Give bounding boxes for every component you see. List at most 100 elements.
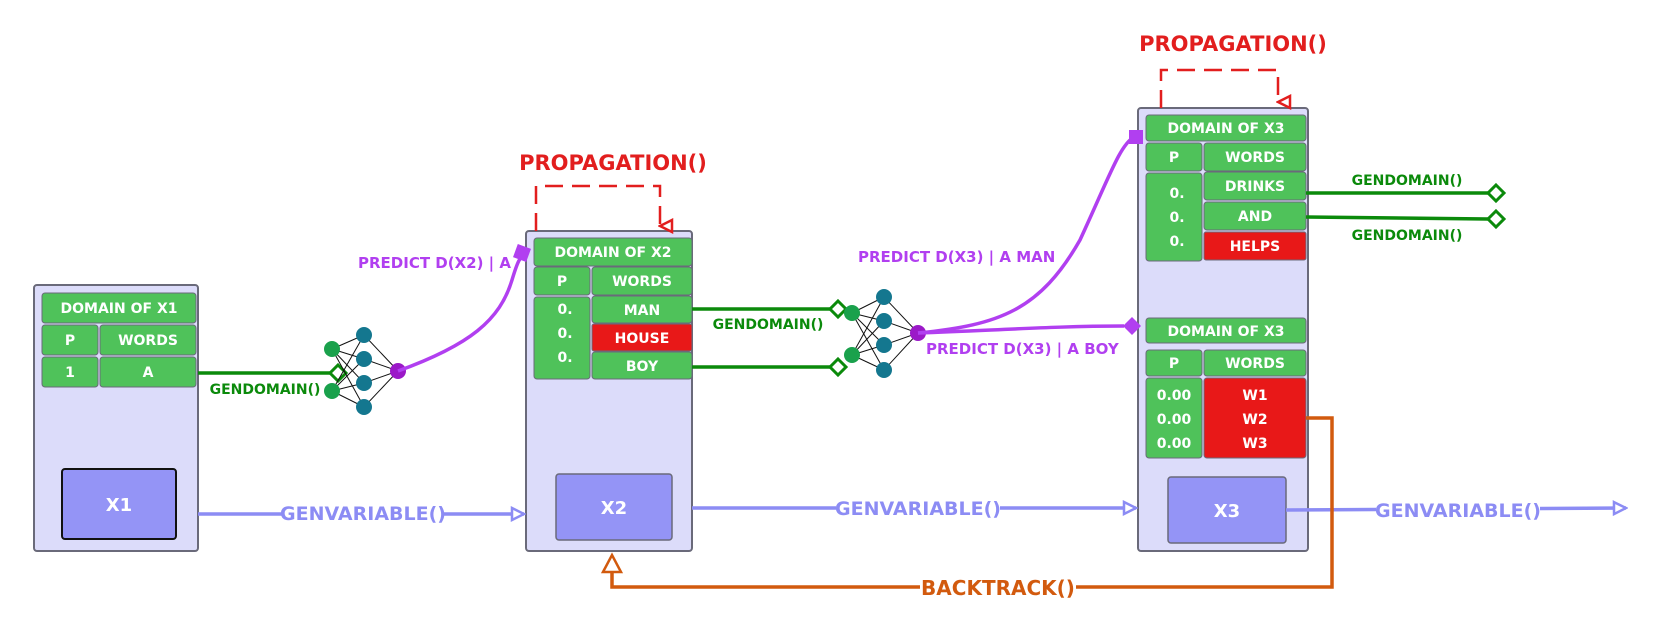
gendomain-label: GENDOMAIN(): [1352, 173, 1463, 189]
x1-col-p-label: P: [65, 333, 75, 349]
x1-p-value: 1: [65, 365, 75, 381]
propagation-loop-x2: PROPAGATION(): [519, 151, 707, 231]
x3b-word-value: W2: [1242, 412, 1267, 428]
genvariable-label-bg: [282, 499, 444, 527]
predict-label: PREDICT D(X3) | A BOY: [926, 340, 1120, 359]
genvariable-label-bg: [836, 494, 1000, 522]
propagation-label: PROPAGATION(): [519, 151, 707, 175]
x3a-word-value: DRINKS: [1225, 179, 1285, 195]
x3a-col-p: [1145, 142, 1203, 172]
gendomain-diamond: [327, 362, 349, 384]
predict-label: PREDICT D(X3) | A MAN: [858, 248, 1055, 267]
backtrack-label-bg: [920, 574, 1076, 602]
x3a-col-words-label: WORDS: [1225, 150, 1285, 166]
neural-network-icon: [324, 327, 406, 415]
x2-col-p-label: P: [557, 274, 567, 290]
x3b-word-value: W3: [1242, 436, 1267, 452]
x3b-domain-title: DOMAIN OF X3: [1168, 324, 1285, 340]
genvariable-x1-x2: GENVARIABLE(): [198, 499, 524, 527]
predict-curve: [917, 324, 1125, 335]
gendomain-x3: GENDOMAIN() GENDOMAIN(): [1305, 173, 1507, 244]
gendomain-diamond: [1485, 182, 1507, 204]
x3b-word-value: W1: [1242, 388, 1267, 404]
x3a-p-value: 0.: [1169, 186, 1184, 202]
propagation-label: PROPAGATION(): [1139, 32, 1327, 56]
genvariable-x2-x3: GENVARIABLE(): [692, 494, 1136, 522]
x3a-p-column: [1145, 172, 1203, 262]
x3a-col-words: [1203, 142, 1307, 172]
gendomain-label: GENDOMAIN(): [713, 317, 824, 333]
x1-word-cell: [99, 356, 197, 388]
gendomain-diamond: [827, 298, 849, 320]
x3a-word-cell-helps: [1203, 231, 1307, 261]
x3b-col-p: [1145, 349, 1203, 377]
x3b-p-value: 0.00: [1157, 436, 1192, 452]
gendomain-diamond: [827, 356, 849, 378]
gendomain-x1: GENDOMAIN(): [198, 362, 349, 398]
x1-col-words: [99, 324, 197, 356]
x2-col-p: [533, 266, 591, 296]
x3b-col-words-label: WORDS: [1225, 356, 1285, 372]
predict-x3-man: PREDICT D(X3) | A MAN: [858, 130, 1143, 335]
genvariable-x3-next: GENVARIABLE(): [1285, 496, 1626, 524]
backtrack: BACKTRACK(): [600, 416, 1334, 602]
x3b-col-words: [1203, 349, 1307, 377]
propagation-arrow: [1159, 68, 1278, 108]
x2-p-column: [533, 296, 591, 380]
x3a-p-value: 0.: [1169, 234, 1184, 250]
x3a-word-cell-drinks: [1203, 171, 1307, 201]
x3a-col-p-label: P: [1169, 150, 1179, 166]
x2-col-words: [591, 266, 693, 296]
backtrack-arrowhead: [600, 552, 624, 574]
x1-col-words-label: WORDS: [118, 333, 178, 349]
panel-x1: DOMAIN OF X1 P WORDS 1 A X1: [33, 284, 199, 552]
gendomain-label: GENDOMAIN(): [210, 382, 321, 398]
x3b-p-value: 0.00: [1157, 388, 1192, 404]
gendomain-x2: GENDOMAIN(): [692, 298, 849, 378]
x1-p-cell: [41, 356, 99, 388]
predict-curve: [917, 135, 1135, 335]
gendomain-label: GENDOMAIN(): [1352, 228, 1463, 244]
x2-domain-title: DOMAIN OF X2: [555, 245, 672, 261]
predict-endpoint: [513, 244, 531, 262]
predict-label: PREDICT D(X2) | A: [358, 254, 511, 273]
genvariable-label: GENVARIABLE(): [1375, 500, 1541, 522]
x1-col-p: [41, 324, 99, 356]
predict-x3-boy: PREDICT D(X3) | A BOY: [917, 317, 1141, 359]
panel-x3: DOMAIN OF X3 P WORDS 0. 0. 0. DRINKS AND…: [1137, 107, 1309, 552]
x1-domain-header: [41, 292, 197, 324]
propagation-arrow: [534, 184, 660, 231]
genvariable-label: GENVARIABLE(): [835, 498, 1001, 520]
predict-endpoint: [1123, 317, 1141, 335]
propagation-loop-x3: PROPAGATION(): [1139, 32, 1327, 108]
x2-word-value: HOUSE: [615, 331, 670, 347]
x3a-p-value: 0.: [1169, 210, 1184, 226]
x2-domain-header: [533, 237, 693, 267]
backtrack-arrow: [610, 416, 1334, 589]
x3b-col-p-label: P: [1169, 356, 1179, 372]
x1-word-value: A: [143, 365, 154, 381]
gendomain-line: [1305, 215, 1489, 221]
x3b-p-column: [1145, 377, 1203, 459]
x2-variable-box: [555, 473, 673, 541]
x3a-word-value: HELPS: [1230, 239, 1281, 255]
x3a-word-cell-and: [1203, 201, 1307, 231]
x1-variable-box: [61, 468, 177, 540]
x2-variable-label: X2: [601, 498, 627, 519]
backtrack-label: BACKTRACK(): [921, 576, 1075, 600]
x3b-domain-header: [1145, 317, 1307, 344]
neural-network-icon: [844, 289, 926, 378]
x2-col-words-label: WORDS: [612, 274, 672, 290]
x2-word-cell-house: [591, 323, 693, 352]
x2-p-value: 0.: [557, 302, 572, 318]
x1-domain-title: DOMAIN OF X1: [61, 301, 178, 317]
x2-p-value: 0.: [557, 350, 572, 366]
x2-word-value: MAN: [624, 303, 660, 319]
x1-variable-label: X1: [106, 495, 132, 516]
panel-x2: DOMAIN OF X2 P WORDS 0. 0. 0. MAN HOUSE …: [525, 230, 693, 552]
gendomain-diamond: [1485, 208, 1507, 230]
x3a-domain-header: [1145, 114, 1307, 142]
x2-word-value: BOY: [626, 359, 659, 375]
